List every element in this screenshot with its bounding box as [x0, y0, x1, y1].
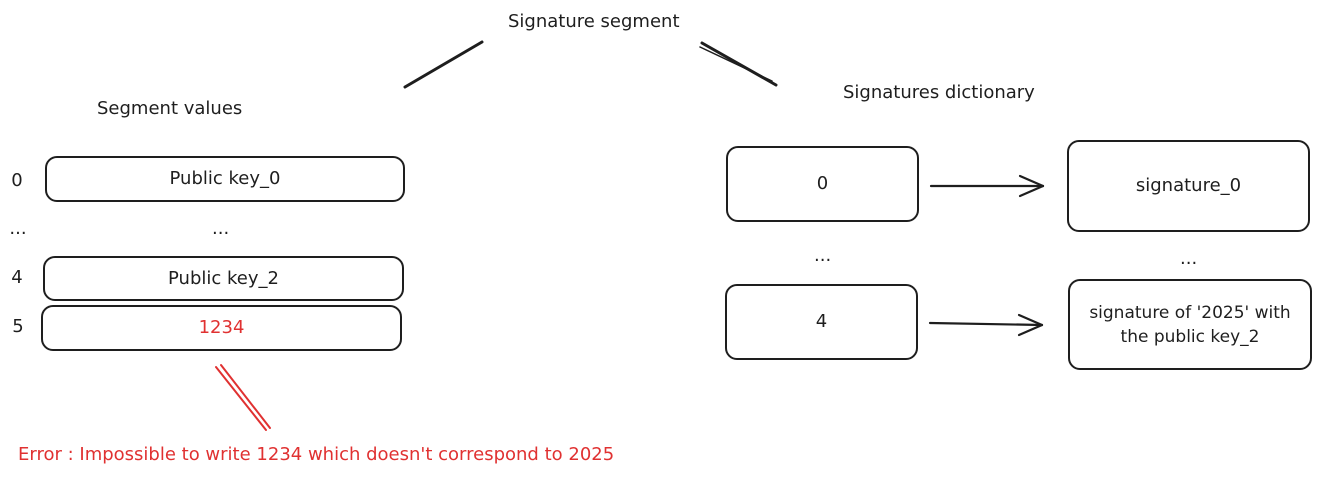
- segment-values-label: Segment values: [97, 98, 243, 119]
- arrow-0: [929, 174, 1045, 198]
- title-branch-right: [700, 41, 778, 87]
- dictionary-key-ellipsis: ...: [814, 245, 832, 266]
- dictionary-value-signature-2025: signature of '2025' with the public key_…: [1068, 279, 1312, 370]
- segment-row-invalid-value: 1234: [41, 305, 402, 351]
- title-branch-left: [403, 40, 484, 89]
- diagram-title: Signature segment: [508, 11, 680, 32]
- segment-index-ellipsis: ...: [9, 218, 27, 239]
- segment-row-public-key-0: Public key_0: [45, 156, 405, 202]
- dictionary-key-0: 0: [726, 146, 919, 222]
- dictionary-key-4: 4: [725, 284, 918, 360]
- arrow-4: [928, 313, 1044, 337]
- error-pointer: [215, 364, 271, 431]
- segment-value-ellipsis: ...: [212, 218, 230, 239]
- dictionary-value-signature-0: signature_0: [1067, 140, 1310, 232]
- error-message: Error : Impossible to write 1234 which d…: [18, 444, 615, 465]
- segment-index: 4: [11, 267, 23, 288]
- segment-index: 5: [12, 316, 24, 337]
- segment-index: 0: [11, 170, 23, 191]
- dictionary-value-ellipsis: ...: [1180, 248, 1198, 269]
- segment-row-public-key-2: Public key_2: [43, 256, 404, 301]
- signatures-dictionary-label: Signatures dictionary: [843, 82, 1035, 103]
